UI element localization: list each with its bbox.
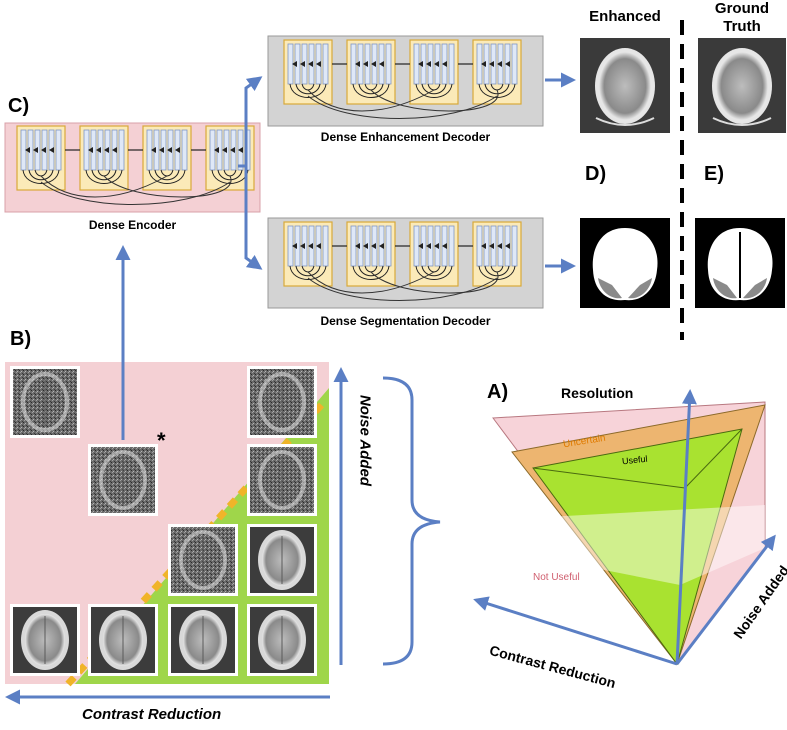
ground-truth-brain — [716, 52, 768, 120]
dense-block — [16, 125, 66, 191]
panel-label-e: E) — [704, 163, 724, 185]
outputs — [580, 20, 786, 340]
useful-region-3d — [532, 428, 743, 666]
panel-label-a: A) — [487, 381, 509, 403]
enhanced-headrest — [595, 117, 655, 126]
dense-block — [79, 125, 129, 191]
grid-scan-thumbnail — [247, 524, 317, 596]
dense-block — [346, 221, 396, 287]
dense-block — [283, 221, 333, 287]
dense-block — [283, 39, 333, 105]
grid-scan-thumbnail — [88, 444, 158, 516]
pyramid-noise-axis — [675, 534, 776, 665]
noise-axis-label: Noise Added — [356, 394, 374, 487]
grid-scan-thumbnail — [10, 366, 80, 438]
pyramid-contrast-axis — [473, 596, 678, 666]
panel-label-b: B) — [10, 328, 32, 350]
grid-scan-thumbnail — [88, 604, 158, 676]
network — [4, 35, 576, 309]
dense-block — [472, 39, 522, 105]
dense-block — [346, 39, 396, 105]
dense-block — [472, 221, 522, 287]
segmentation-mask-detail — [598, 278, 652, 299]
selected-marker: * — [157, 428, 166, 453]
skip-connections — [307, 63, 499, 119]
grid-scan-thumbnail — [247, 366, 317, 438]
grid-scan-thumbnail — [168, 524, 238, 596]
ground-truth-heading: Ground Truth — [714, 0, 770, 35]
quality-pyramid — [473, 389, 776, 666]
enhancement-decoder-caption: Dense Enhancement Decoder — [320, 130, 491, 144]
enhanced-brain — [599, 52, 651, 120]
panel-label-c: C) — [8, 95, 30, 117]
grid-scan-thumbnail — [247, 604, 317, 676]
panel-label-d: D) — [585, 163, 607, 185]
resolution-axis — [675, 389, 697, 665]
skip-connections — [40, 149, 232, 205]
resolution-label: Resolution — [561, 385, 634, 401]
ground-truth-headrest — [712, 117, 772, 126]
dense-block — [409, 39, 459, 105]
ground-truth-mask-detail — [713, 278, 767, 299]
useful-edge-1 — [532, 467, 686, 489]
segmentation-mask — [592, 228, 658, 301]
not-useful-label: Not Useful — [533, 572, 580, 583]
resolution-plane — [493, 505, 765, 585]
noise-contrast-grid — [4, 362, 441, 705]
grid-scan-thumbnail — [247, 444, 317, 516]
skip-connections — [307, 245, 499, 301]
dense-block — [409, 221, 459, 287]
grid-bracket — [382, 376, 441, 666]
segmentation-decoder-caption: Dense Segmentation Decoder — [320, 314, 491, 328]
encoder-caption: Dense Encoder — [88, 218, 177, 232]
dense-block — [142, 125, 192, 191]
grid-scan-thumbnail — [168, 604, 238, 676]
contrast-axis-label: Contrast Reduction — [82, 706, 222, 723]
grid-scan-thumbnail — [10, 604, 80, 676]
enhanced-heading: Enhanced — [589, 8, 661, 25]
branch-segment-arrow — [238, 164, 263, 270]
useful-edge-2 — [684, 428, 743, 489]
